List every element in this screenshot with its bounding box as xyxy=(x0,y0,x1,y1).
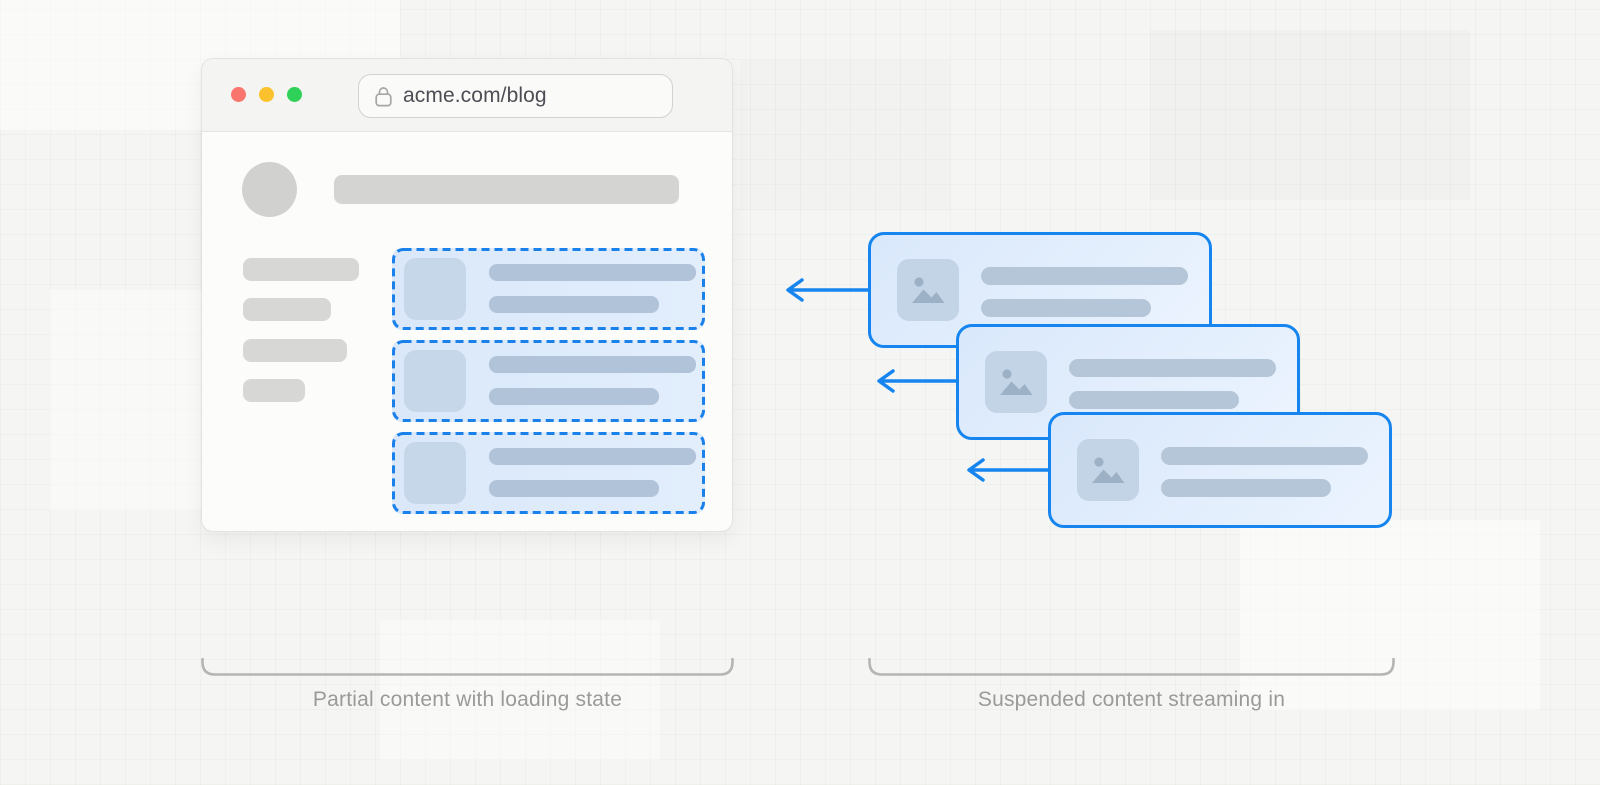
sidebar-skeleton-bar xyxy=(243,298,331,321)
image-thumbnail xyxy=(985,351,1047,413)
grid-patch xyxy=(1240,520,1540,710)
right-caption: Suspended content streaming in xyxy=(977,688,1286,711)
thumbnail-skeleton xyxy=(404,350,466,412)
grid-patch xyxy=(1150,30,1470,200)
image-thumbnail xyxy=(1077,439,1139,501)
loading-placeholder-card xyxy=(392,432,705,514)
maximize-window-button[interactable] xyxy=(287,87,302,102)
text-skeleton-bar xyxy=(1161,479,1331,497)
sidebar-skeleton-bar xyxy=(243,258,359,281)
minimize-window-button[interactable] xyxy=(259,87,274,102)
text-skeleton-bar xyxy=(981,267,1188,285)
lock-icon xyxy=(375,86,392,107)
text-skeleton-bar xyxy=(1161,447,1368,465)
image-placeholder-icon xyxy=(1000,369,1033,395)
streaming-content-card xyxy=(1048,412,1392,528)
close-window-button[interactable] xyxy=(231,87,246,102)
text-skeleton-bar xyxy=(981,299,1151,317)
text-skeleton-bar xyxy=(489,448,696,465)
browser-titlebar: acme.com/blog xyxy=(202,59,732,132)
url-text: acme.com/blog xyxy=(403,84,547,107)
left-caption: Partial content with loading state xyxy=(312,688,623,711)
text-skeleton-bar xyxy=(489,356,696,373)
image-thumbnail xyxy=(897,259,959,321)
text-skeleton-bar xyxy=(1069,359,1276,377)
sidebar-skeleton-bar xyxy=(243,339,347,362)
grid-patch xyxy=(740,60,950,210)
loading-placeholder-card xyxy=(392,340,705,422)
image-placeholder-icon xyxy=(912,277,945,303)
dashed-border xyxy=(392,432,705,514)
dashed-border xyxy=(392,248,705,330)
text-skeleton-bar xyxy=(489,388,659,405)
stream-arrow-icon xyxy=(967,458,1053,482)
thumbnail-skeleton xyxy=(404,442,466,504)
thumbnail-skeleton xyxy=(404,258,466,320)
sidebar-skeleton-bar xyxy=(243,379,305,402)
right-brace xyxy=(868,658,1395,676)
stream-arrow-icon xyxy=(786,278,872,302)
loading-placeholder-card xyxy=(392,248,705,330)
url-bar[interactable]: acme.com/blog xyxy=(358,74,673,118)
avatar-skeleton xyxy=(242,162,297,217)
text-skeleton-bar xyxy=(1069,391,1239,409)
text-skeleton-bar xyxy=(489,480,659,497)
stream-arrow-icon xyxy=(877,369,963,393)
text-skeleton-bar xyxy=(489,264,696,281)
browser-window: acme.com/blog xyxy=(201,58,733,532)
heading-skeleton-bar xyxy=(334,175,679,204)
left-brace xyxy=(201,658,734,676)
dashed-border xyxy=(392,340,705,422)
image-placeholder-icon xyxy=(1092,457,1125,483)
text-skeleton-bar xyxy=(489,296,659,313)
